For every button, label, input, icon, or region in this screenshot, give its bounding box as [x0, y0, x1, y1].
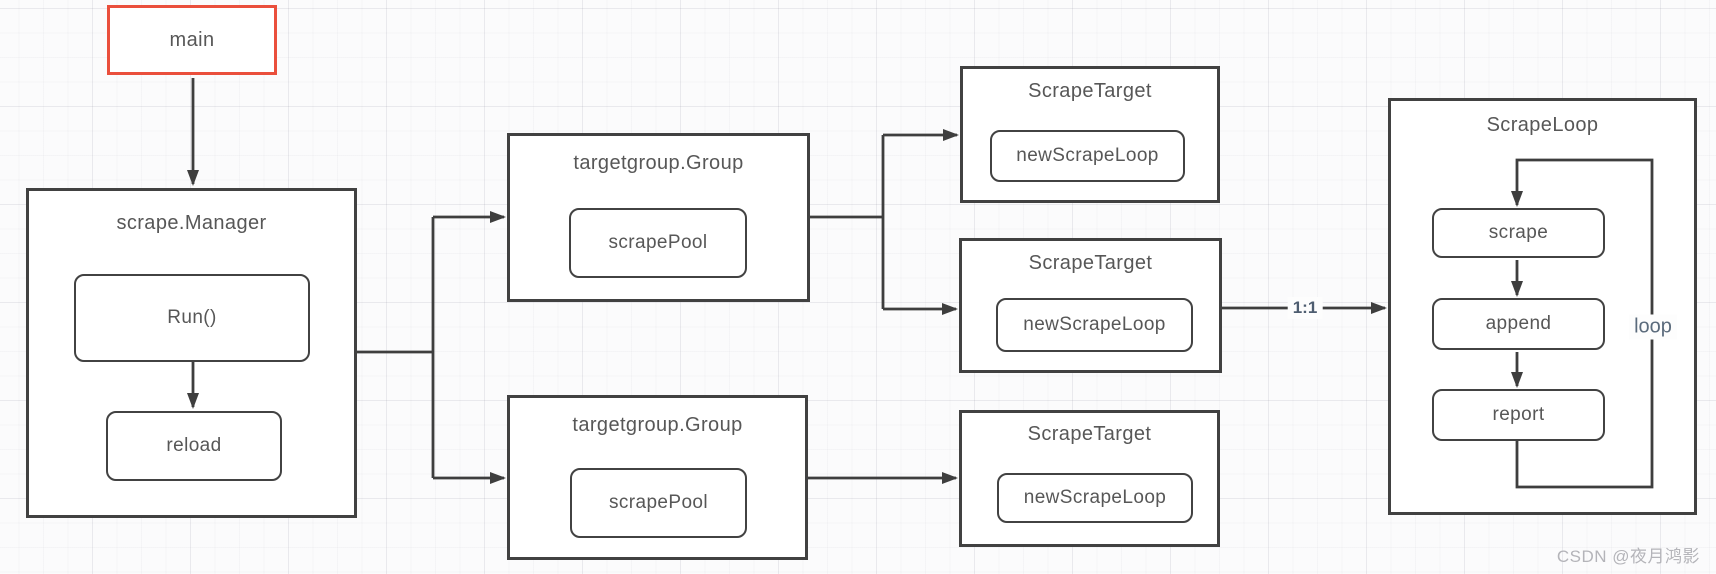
node-main: main: [107, 5, 277, 75]
node-report-step: report: [1432, 389, 1605, 441]
edge-label-cardinality: 1:1: [1287, 297, 1323, 319]
node-scrapetarget-3-title: ScrapeTarget: [1027, 423, 1152, 445]
node-scrapetarget-2-title: ScrapeTarget: [1028, 252, 1153, 274]
node-scrape-manager-title: scrape.Manager: [116, 212, 267, 234]
node-main-label: main: [169, 28, 215, 51]
node-newscrapeloop-1: newScrapeLoop: [990, 130, 1185, 182]
node-reload: reload: [106, 411, 282, 481]
node-newscrapeloop-3: newScrapeLoop: [997, 473, 1193, 523]
node-scrapeloop-title: ScrapeLoop: [1486, 114, 1599, 136]
node-append-step: append: [1432, 298, 1605, 350]
node-newscrapeloop-2: newScrapeLoop: [996, 298, 1193, 352]
node-targetgroup-1-title: targetgroup.Group: [573, 152, 744, 174]
node-targetgroup-2-title: targetgroup.Group: [572, 414, 743, 436]
watermark: CSDN @夜月鸿影: [1556, 547, 1700, 566]
node-scrapepool-1: scrapePool: [569, 208, 747, 278]
node-run: Run(): [74, 274, 310, 362]
node-scrape-step: scrape: [1432, 208, 1605, 258]
node-scrapetarget-1-title: ScrapeTarget: [1028, 80, 1152, 102]
edge-label-loop: loop: [1629, 314, 1677, 340]
node-scrapepool-2: scrapePool: [570, 468, 747, 538]
